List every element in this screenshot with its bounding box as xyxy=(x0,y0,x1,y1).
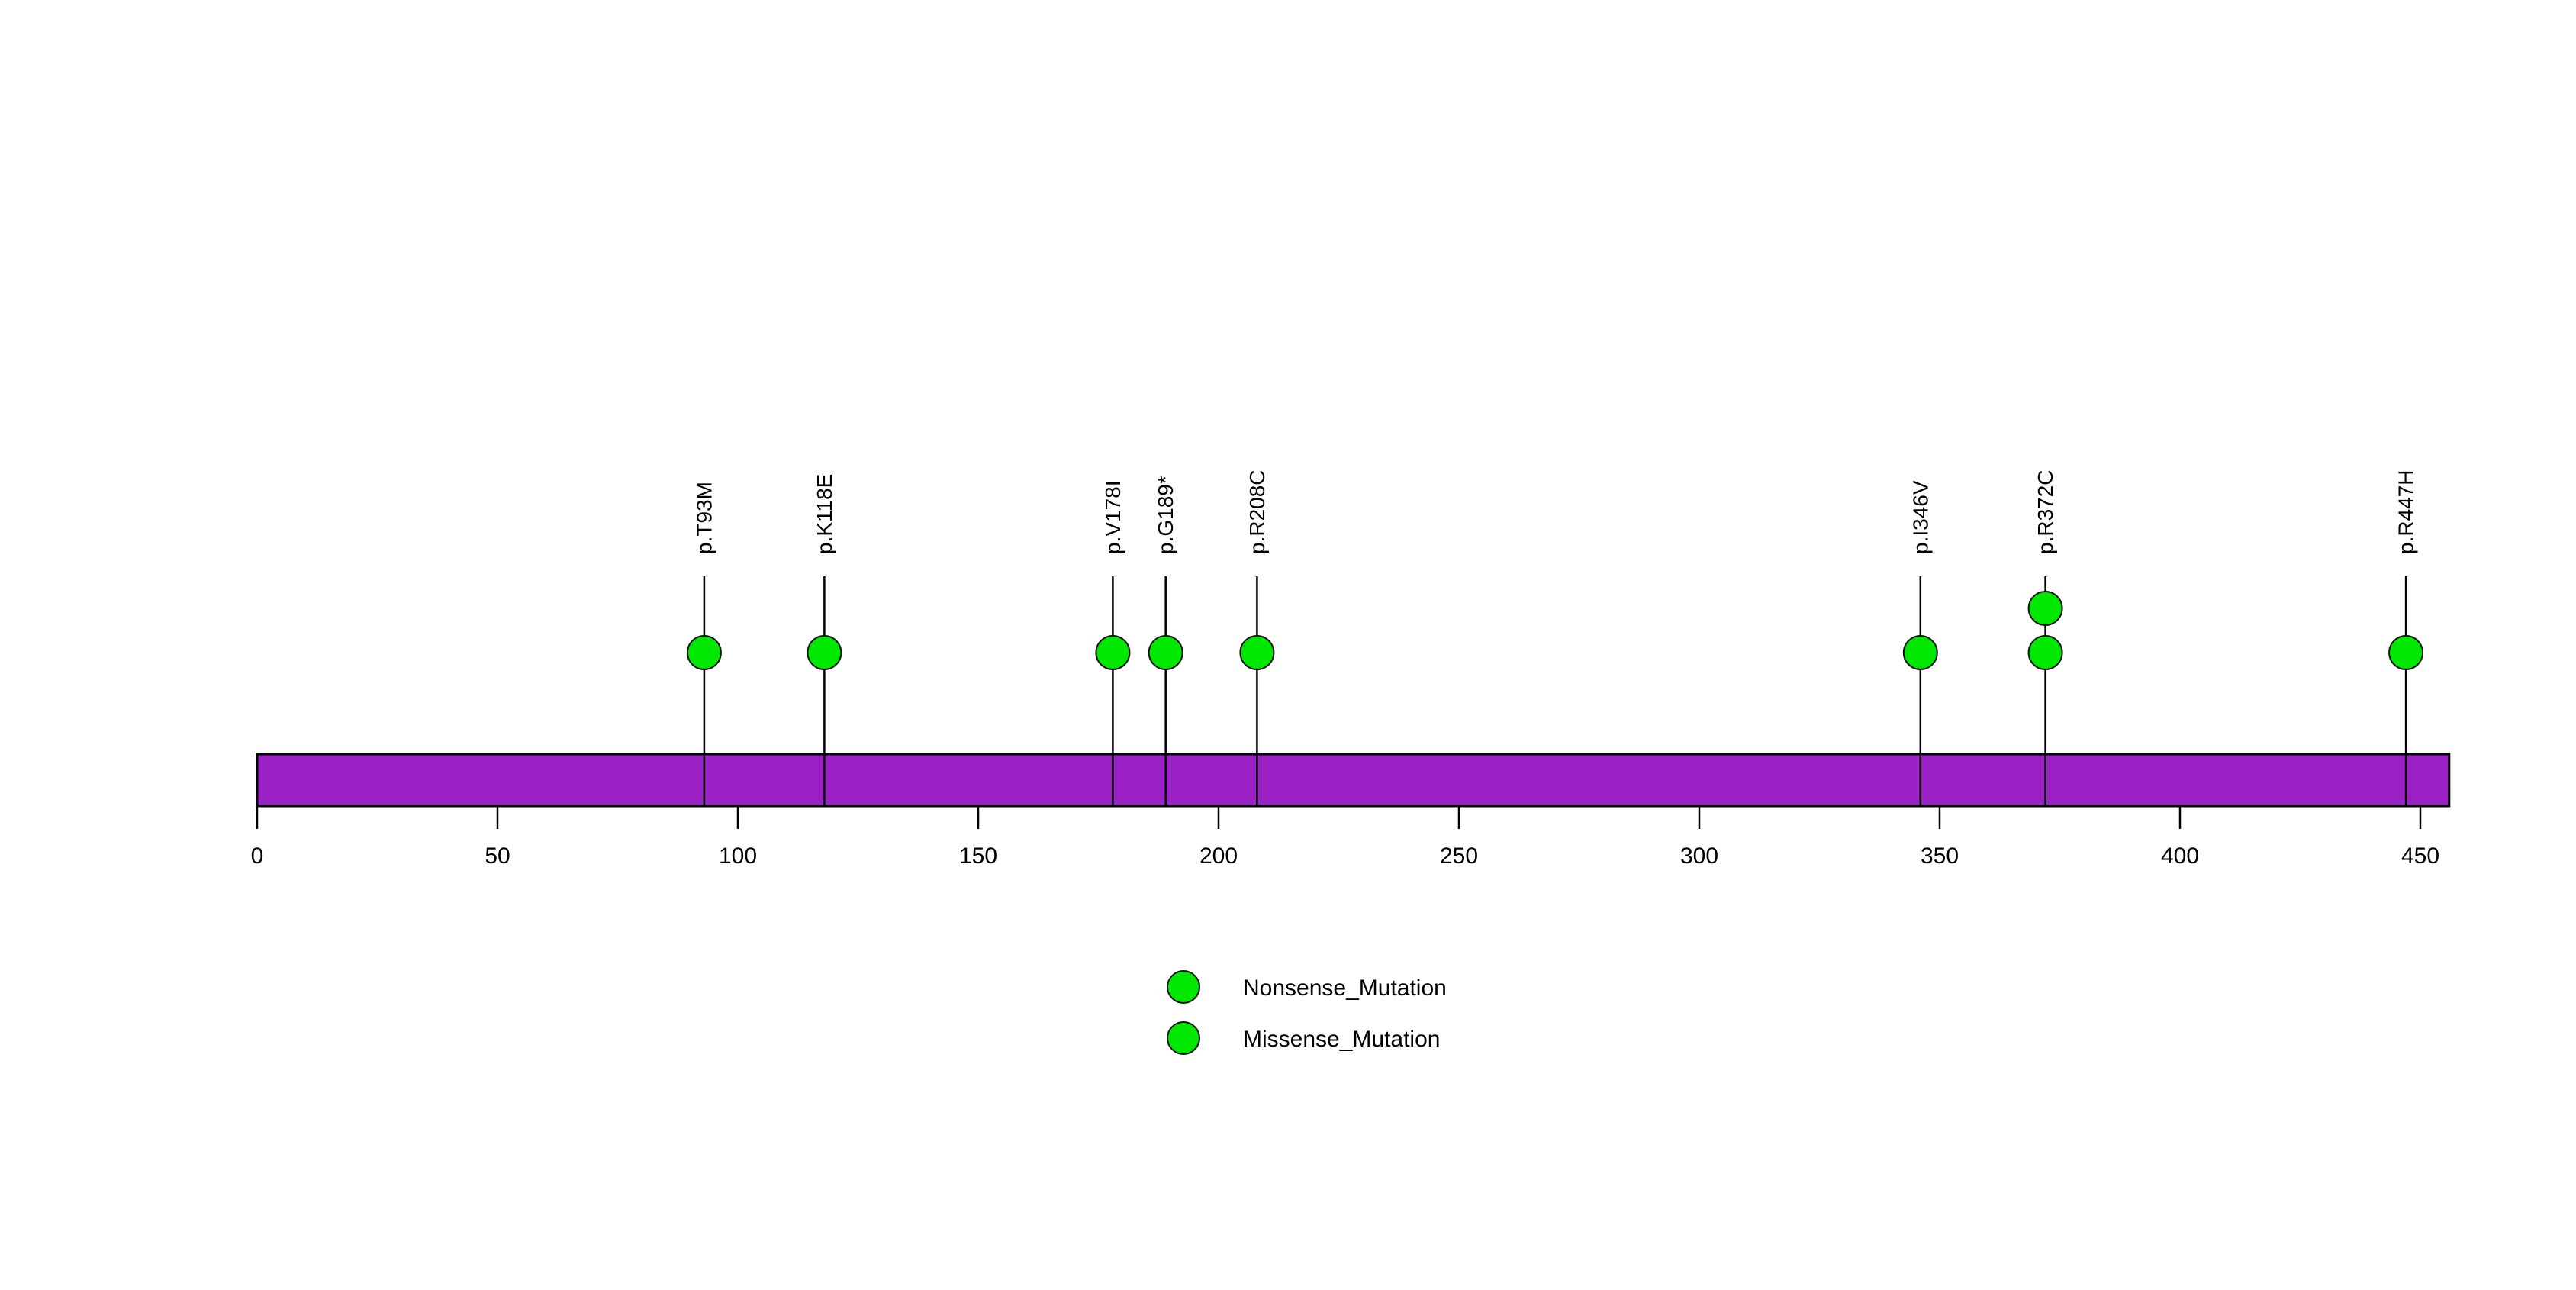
protein-domain-bar[interactable] xyxy=(256,753,2451,808)
lollipop-series: p.T93M p.K118E p.V178I p.G189* p.R208C p.I346… xyxy=(686,469,2424,806)
legend-item-label: Nonsense_Mutation xyxy=(1243,976,1447,1001)
x-axis: 0 50 100 150 200 250 300 350 400 450 xyxy=(251,806,2439,869)
mutation-dot[interactable] xyxy=(807,635,842,670)
legend-item-label: Missense_Mutation xyxy=(1243,1027,1440,1052)
mutation-label: p.I346V xyxy=(1908,480,1932,554)
legend-swatch-dot xyxy=(1167,1021,1200,1055)
mutation-dot[interactable] xyxy=(1902,635,1938,670)
axis-tick-label: 300 xyxy=(1680,843,1718,869)
legend-item[interactable]: Nonsense_Mutation xyxy=(1167,970,1447,1004)
mutation-dot[interactable] xyxy=(686,635,722,670)
domain-rect[interactable] xyxy=(256,753,2451,808)
lollipop-marker[interactable]: p.R447H xyxy=(2388,469,2424,806)
mutation-label: p.R372C xyxy=(2033,469,2057,554)
axis-tick-label: 350 xyxy=(1921,843,1959,869)
lollipop-marker[interactable]: p.V178I xyxy=(1095,480,1131,806)
axis-tick-label: 0 xyxy=(251,843,264,869)
legend-item[interactable]: Missense_Mutation xyxy=(1167,1021,1440,1055)
lollipop-marker[interactable]: p.T93M xyxy=(686,482,722,806)
legend-swatch-dot xyxy=(1167,970,1200,1004)
axis-tick-label: 400 xyxy=(2161,843,2199,869)
mutation-label: p.T93M xyxy=(692,482,716,554)
mutation-label: p.R208C xyxy=(1245,469,1269,554)
mutation-label: p.G189* xyxy=(1154,476,1177,554)
axis-tick-label: 450 xyxy=(2401,843,2439,869)
mutation-dot[interactable] xyxy=(2027,591,2063,626)
axis-tick-label: 100 xyxy=(719,843,757,869)
mutation-dot[interactable] xyxy=(1148,635,1183,670)
mutation-dot[interactable] xyxy=(1095,635,1131,670)
axis-tick-label: 250 xyxy=(1440,843,1478,869)
axis-tick-label: 150 xyxy=(959,843,997,869)
mutation-label: p.V178I xyxy=(1101,480,1125,554)
axis-tick-label: 200 xyxy=(1199,843,1238,869)
mutation-dot[interactable] xyxy=(2027,635,2063,670)
lollipop-marker[interactable]: p.I346V xyxy=(1902,480,1938,806)
mutation-label: p.K118E xyxy=(813,474,836,554)
mutation-dot[interactable] xyxy=(2388,635,2424,670)
axis-tick-label: 50 xyxy=(485,843,510,869)
lollipop-marker[interactable]: p.R208C xyxy=(1239,469,1275,806)
lollipop-marker[interactable]: p.K118E xyxy=(807,474,842,806)
mutation-label: p.R447H xyxy=(2394,469,2418,554)
mutation-dot[interactable] xyxy=(1239,635,1275,670)
lollipop-marker[interactable]: p.G189* xyxy=(1148,476,1183,806)
lollipop-marker[interactable]: p.R372C xyxy=(2027,469,2063,806)
